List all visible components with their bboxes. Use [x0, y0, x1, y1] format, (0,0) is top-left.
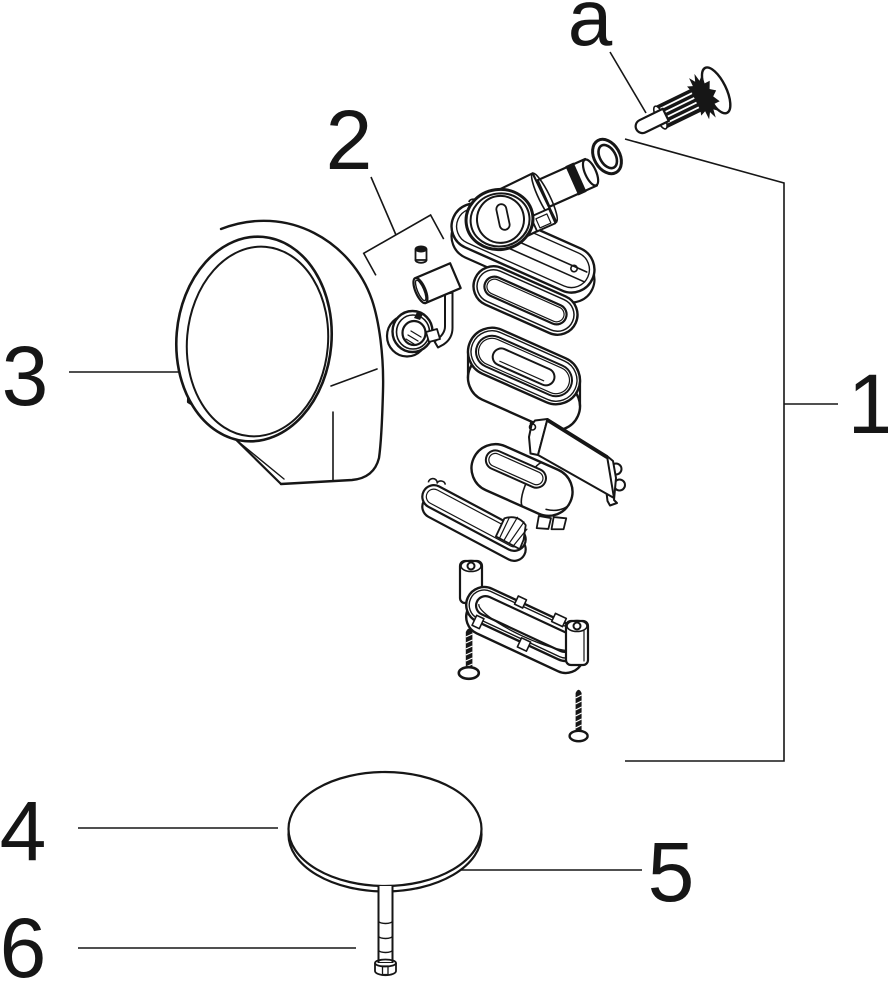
- frame-post-right: [564, 619, 590, 667]
- part-pivot-lever: [385, 262, 462, 358]
- callout-label-5: 5: [647, 825, 695, 919]
- callout-label-4: 4: [0, 784, 47, 878]
- callout-line-2: [370, 176, 397, 236]
- part-screw-2: [568, 689, 589, 743]
- callout-label-a: a: [567, 0, 613, 62]
- part-plug-plate: [287, 770, 483, 893]
- callout-label-1: 1: [847, 357, 888, 451]
- part-pin: [414, 245, 428, 264]
- callout-line-a: [609, 51, 647, 114]
- part-o-ring: [591, 137, 623, 176]
- part-rocker: [470, 443, 574, 531]
- part-overflow-housing: [450, 157, 600, 304]
- part-spindle-adapter: [634, 66, 732, 135]
- part-screw-1: [457, 628, 481, 681]
- callout-line-1: [624, 138, 785, 762]
- part-base-frame: [458, 559, 590, 675]
- part-half-shell: [421, 477, 528, 562]
- part-plug-stem: [374, 886, 397, 977]
- part-flip-lid: [528, 418, 626, 507]
- overflow-pipe: [536, 157, 600, 208]
- callout-label-3: 3: [1, 329, 49, 423]
- callout-label-6: 6: [0, 901, 47, 984]
- callout-leader-lines: [69, 51, 838, 949]
- callout-line-2: [362, 213, 445, 276]
- part-knob: [174, 219, 385, 486]
- callout-label-2: 2: [325, 93, 373, 187]
- overflow-collar: [464, 187, 535, 252]
- part-escutcheon-cup: [466, 326, 582, 432]
- part-gasket-ring: [472, 265, 579, 336]
